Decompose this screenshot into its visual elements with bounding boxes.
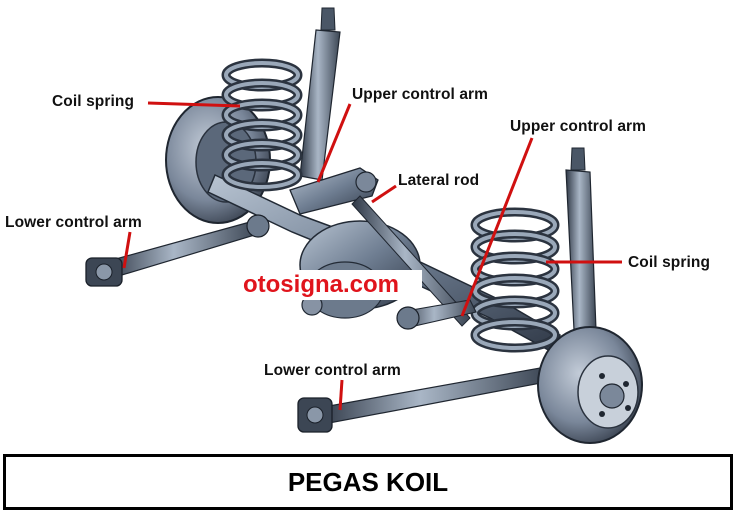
leader-lines [122, 101, 622, 411]
right-brake-drum [537, 326, 643, 444]
label-coil-spring-right: Coil spring [628, 254, 711, 271]
leader-lateral-rod [371, 184, 397, 204]
leader-upper-control-arm-2 [460, 137, 534, 317]
label-lower-control-arm-left: Lower control arm [5, 214, 142, 231]
leader-coil-spring-left [147, 101, 241, 108]
right-upper-control-arm [396, 299, 477, 330]
leader-lower-control-arm-left [122, 231, 132, 269]
label-upper-control-arm-1: Upper control arm [352, 86, 489, 103]
leader-lower-control-arm-bottom [338, 379, 344, 411]
left-shock-absorber [299, 7, 341, 181]
left-coil-spring [221, 58, 303, 192]
label-upper-control-arm-2: Upper control arm [510, 118, 647, 135]
watermark-text: otosigna.com [220, 270, 422, 300]
label-lower-control-arm-bottom: Lower control arm [264, 362, 401, 379]
leader-upper-control-arm-1 [316, 103, 352, 183]
left-upper-control-arm [289, 167, 379, 215]
lateral-rod [351, 195, 471, 327]
caption-title: PEGAS KOIL [287, 467, 449, 497]
right-coil-spring [470, 207, 560, 353]
caption-box: PEGAS KOIL [3, 454, 733, 510]
left-lower-control-arm [85, 214, 270, 287]
right-shock-absorber [565, 147, 597, 331]
label-lateral-rod: Lateral rod [398, 172, 480, 189]
label-coil-spring-left: Coil spring [52, 93, 135, 110]
